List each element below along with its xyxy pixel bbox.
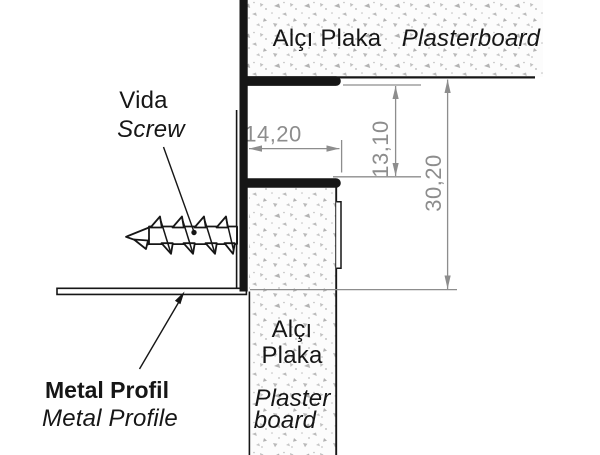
label-wall-board-english-line2: board [254, 407, 317, 434]
label-wall-board-turkish-line1: Alçı [272, 316, 313, 343]
profile-web [239, 0, 248, 292]
text-labels: Vida Screw Alçı Plaka Plasterboard Alçı … [42, 25, 541, 434]
label-wall-board-turkish-line2: Plaka [261, 342, 322, 369]
screw-threads [149, 215, 236, 255]
metal-profile-horizontal-leg [56, 287, 248, 296]
dim-value-gap-depth: 13,10 [368, 120, 393, 178]
label-screw-turkish: Vida [119, 87, 168, 114]
dimension-lines: 14,20 13,10 30,20 [244, 79, 457, 291]
label-metal-profile-english: Metal Profile [42, 405, 178, 432]
ceiling-board-texture [244, 0, 543, 77]
arrow-down-icon [392, 163, 399, 176]
profile-top-flange [239, 76, 341, 86]
screw-leader-dot-icon [191, 229, 197, 236]
screw-tip-barb [133, 238, 149, 250]
arrow-right-icon [326, 145, 340, 152]
metal-profile-leader-line [138, 299, 181, 370]
dim-value-gap-width: 14,20 [244, 122, 302, 147]
arrow-down-icon [444, 275, 451, 289]
arrow-up-icon [392, 86, 399, 99]
arrow-left-icon [249, 145, 262, 152]
leader-lines [138, 146, 197, 370]
label-ceiling-board-turkish: Alçı Plaka [273, 25, 382, 52]
label-ceiling-board-english: Plasterboard [402, 25, 541, 52]
wall-plasterboard [248, 187, 342, 455]
wall-board-texture [249, 188, 336, 455]
profile-middle-flange [239, 178, 341, 188]
shadow-gap-profile-section [239, 0, 341, 292]
arrow-up-icon [444, 79, 451, 93]
metal-profile-outline [56, 110, 248, 296]
ceiling-plasterboard [240, 0, 543, 79]
dim-value-total-height: 30,20 [421, 154, 446, 212]
screw-leader-line [162, 146, 195, 231]
label-metal-profile-turkish: Metal Profil [45, 377, 169, 403]
label-screw-english: Screw [117, 116, 186, 143]
label-wall-board-english-line1: Plaster [254, 385, 331, 412]
screw-drawing [125, 215, 238, 255]
board-edge-clip [336, 200, 342, 270]
metal-profile-leader-arrow-icon [174, 291, 185, 305]
